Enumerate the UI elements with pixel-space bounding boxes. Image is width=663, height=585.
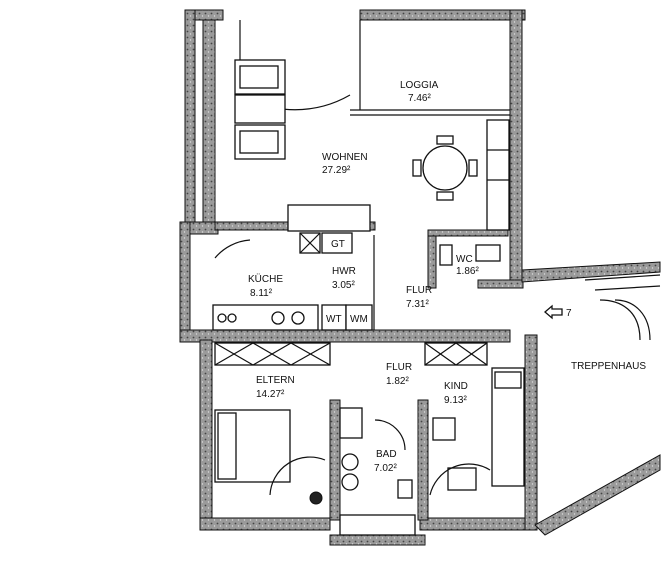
wardrobe-x4 — [252, 342, 292, 366]
bath-shelf — [339, 407, 363, 439]
wc-sink — [475, 244, 501, 262]
wall-wc-top — [427, 229, 509, 237]
room-bad-name: BAD — [376, 449, 397, 460]
gt-box — [321, 232, 353, 254]
kind-chair — [432, 417, 456, 441]
room-loggia-name: LOGGIA — [400, 80, 439, 91]
gt-x-2 — [299, 232, 321, 254]
room-treppenhaus-name: TREPPENHAUS — [571, 361, 646, 372]
exterior-walls — [179, 9, 661, 546]
gt-label: GT — [331, 239, 345, 250]
sideboard — [486, 119, 510, 231]
wt-label: WT — [326, 314, 342, 325]
room-flur-mid-area: 1.82² — [386, 376, 409, 387]
staircase — [584, 274, 661, 341]
wall-bad-kind — [417, 399, 429, 521]
chair-bottom — [436, 191, 454, 201]
entrance-arrow-icon — [544, 304, 563, 320]
wall-bottom-right — [419, 517, 536, 531]
room-loggia-area: 7.46² — [408, 93, 431, 104]
room-eltern-area: 14.27² — [256, 389, 285, 400]
door-swing-kind — [429, 463, 491, 496]
room-flur-top-area: 7.31² — [406, 299, 429, 310]
bath-sink-2 — [341, 473, 359, 491]
bath-toilet — [397, 479, 413, 499]
wardrobe-kind-x4 — [455, 342, 488, 366]
bathtub — [339, 514, 416, 536]
sink-1 — [271, 311, 285, 325]
room-kueche-area: 8.11² — [250, 288, 273, 299]
room-kind-name: KIND — [444, 381, 468, 392]
wall-wc-left — [427, 229, 437, 289]
door-swing-kitchen — [214, 239, 251, 259]
armchair-2 — [234, 94, 286, 124]
kitchen-counter-top — [287, 204, 371, 232]
chair-left — [412, 159, 422, 177]
room-wc-area: 1.86² — [456, 266, 479, 277]
wm-box — [345, 304, 373, 331]
wardrobe-kind — [424, 342, 488, 366]
wall-right-upper — [509, 9, 523, 281]
double-bed-pillow — [217, 412, 237, 480]
wall-kitchen-bottom — [179, 329, 511, 343]
door-swing-eltern — [269, 456, 326, 496]
chair-right — [468, 159, 478, 177]
wall-left-lower — [199, 339, 213, 531]
wm-label: WM — [350, 314, 368, 325]
sofa-seat — [239, 130, 279, 154]
room-bad-area: 7.02² — [374, 463, 397, 474]
room-flur-mid-name: FLUR — [386, 362, 412, 373]
wall-stair-top — [521, 261, 661, 283]
door-swing-bad — [374, 419, 406, 451]
wall-right-lower — [524, 334, 538, 531]
bath-sink-1 — [341, 453, 359, 471]
wall-kitchen-left — [179, 221, 191, 343]
wall-left-upper-inner — [202, 19, 216, 226]
wardrobe-x2 — [214, 342, 254, 366]
wall-top-right — [359, 9, 526, 21]
wall-wc-bottom — [477, 279, 524, 289]
stove-burner-1 — [217, 313, 227, 323]
room-hwr-area: 3.05² — [332, 280, 355, 291]
wardrobe-eltern — [214, 342, 331, 366]
wc-toilet — [439, 244, 453, 266]
single-bed-pillow — [494, 371, 522, 389]
dining-table — [412, 135, 478, 201]
wardrobe-kind-x2 — [424, 342, 457, 366]
stair-rail-2 — [594, 285, 661, 291]
wall-left-upper — [184, 9, 196, 226]
wall-bottom-bath — [329, 534, 426, 546]
wall-eltern-bad — [329, 399, 341, 521]
sofa-group — [234, 59, 286, 160]
plant — [309, 491, 323, 505]
room-flur-top-name: FLUR — [406, 285, 432, 296]
armchair-1-seat — [239, 65, 279, 89]
room-hwr-name: HWR — [332, 266, 356, 277]
stair-curve-2 — [614, 299, 651, 341]
wall-stair-diagonal — [534, 454, 661, 536]
kind-desk — [447, 467, 477, 491]
wardrobe-kind-body — [424, 342, 488, 366]
room-wc-name: WC — [456, 254, 473, 265]
chair-top — [436, 135, 454, 145]
table-round — [422, 145, 468, 191]
wardrobe-x6 — [290, 342, 331, 366]
room-kueche-name: KÜCHE — [248, 273, 283, 285]
entrance-number: 7 — [566, 308, 572, 319]
stair-curve-1 — [599, 299, 641, 341]
room-kind-area: 9.13² — [444, 395, 467, 406]
wall-bottom-left — [199, 517, 331, 531]
room-eltern-name: ELTERN — [256, 375, 295, 386]
room-wohnen-name: WOHNEN — [322, 152, 368, 163]
room-wohnen-area: 27.29² — [322, 165, 351, 176]
stair-rail-1 — [584, 274, 661, 281]
sink-2 — [291, 311, 305, 325]
stove-burner-2 — [227, 313, 237, 323]
